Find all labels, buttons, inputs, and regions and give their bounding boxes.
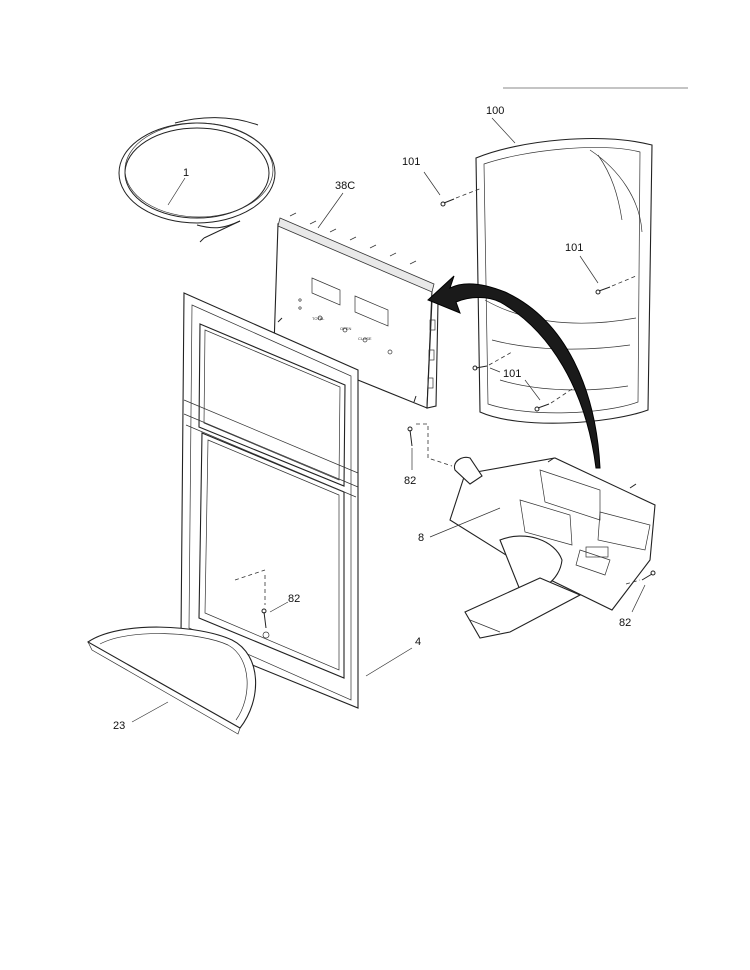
leader-screw-82-center [269,601,289,613]
label-dispenser: 8 [418,532,424,544]
screw-top [440,187,483,207]
screw-right [595,275,637,295]
board-close: CLOSE [358,336,372,341]
leader-screw-right [579,255,599,284]
container [475,138,653,424]
leader-screw-82-right [631,584,646,613]
assembly-arrow [427,275,601,469]
label-tubing: 1 [183,167,189,179]
leader-control-board [317,192,344,229]
leader-dispenser [429,507,501,538]
leader-screw-bottom [489,367,501,373]
label-screw-82-right: 82 [619,617,631,629]
leader-trim-frame [365,647,413,677]
trim-frame [180,292,359,709]
label-screw-82-left: 82 [404,475,416,487]
board-total: TOTAL [312,316,325,321]
label-screw-82-center: 82 [288,593,300,605]
board-open: OPEN [340,326,351,331]
tubing-coil [118,117,276,243]
label-trim-frame: 4 [415,636,421,648]
leader-screw-bottom-b [524,379,541,401]
label-screw-top: 101 [402,156,420,168]
screw-bottom-a [472,351,513,371]
dispenser-actuator [449,456,656,639]
screw-82-center [234,569,270,639]
label-screw-right: 101 [565,242,583,254]
label-screw-bottom: 101 [503,368,521,380]
leader-drip-tray [131,701,169,723]
screw-82-right [625,570,656,585]
leader-container [491,117,516,144]
screw-bottom-b [534,384,579,412]
label-drip-tray: 23 [113,720,125,732]
label-container: 100 [486,105,504,117]
leader-screw-top [423,171,441,196]
drip-tray [86,626,257,735]
leader-tubing [167,177,186,206]
screw-82-left [407,423,453,467]
label-control-board: 38C [335,180,355,192]
